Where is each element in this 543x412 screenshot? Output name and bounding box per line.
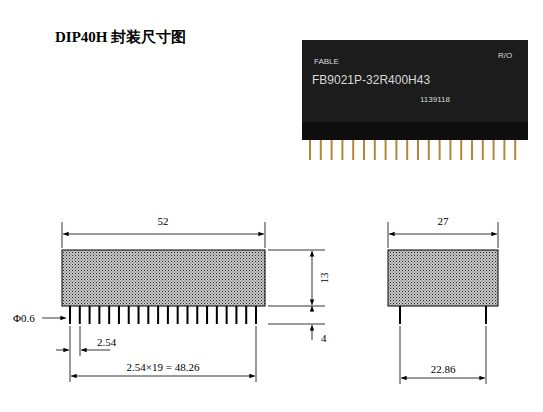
pin bbox=[471, 140, 473, 160]
marking-text: R/O bbox=[498, 52, 512, 60]
pin bbox=[309, 140, 311, 160]
marking-text: FABLE bbox=[314, 58, 339, 66]
pin bbox=[395, 140, 397, 160]
pin bbox=[79, 306, 81, 324]
pin bbox=[128, 306, 130, 324]
pin bbox=[482, 140, 484, 160]
pin bbox=[374, 140, 376, 160]
pin bbox=[493, 140, 495, 160]
pin bbox=[196, 306, 198, 324]
pin bbox=[186, 306, 188, 324]
pin bbox=[503, 140, 505, 160]
dimension-text: 13 bbox=[319, 272, 330, 285]
pin bbox=[385, 140, 387, 160]
pin bbox=[417, 140, 419, 160]
dimension-lines bbox=[42, 222, 498, 384]
pin bbox=[439, 140, 441, 160]
dimension-text: 22.86 bbox=[430, 364, 457, 375]
pin bbox=[177, 306, 179, 324]
title: DIP40H 封装尺寸图 bbox=[55, 30, 186, 45]
dimension-text: 2.54×19 = 48.26 bbox=[126, 362, 201, 373]
pin bbox=[216, 306, 218, 324]
pin bbox=[406, 140, 408, 160]
dimension-text: 4 bbox=[320, 333, 328, 344]
pin bbox=[157, 306, 159, 324]
dimension-text: Φ0.6 bbox=[12, 313, 36, 324]
pin bbox=[206, 306, 208, 324]
marking-text: FB9021P-32R400H43 bbox=[312, 74, 430, 86]
pin bbox=[167, 306, 169, 324]
pin bbox=[320, 140, 322, 160]
pin bbox=[235, 306, 237, 324]
pin bbox=[118, 306, 120, 324]
pin bbox=[138, 306, 140, 324]
dimension-text: 2.54 bbox=[96, 337, 117, 348]
pin bbox=[428, 140, 430, 160]
marking-text: 1139118 bbox=[420, 96, 450, 104]
dimension-text: 52 bbox=[157, 216, 170, 227]
dimension-text: 27 bbox=[437, 216, 450, 227]
pin bbox=[245, 306, 247, 324]
pin bbox=[226, 306, 228, 324]
pin bbox=[331, 140, 333, 160]
pin bbox=[514, 140, 516, 160]
component-body: FABLE R/O FB9021P-32R400H43 1139118 bbox=[302, 40, 528, 122]
pin bbox=[363, 140, 365, 160]
pin bbox=[89, 306, 91, 324]
pin bbox=[449, 140, 451, 160]
side-view bbox=[388, 250, 498, 324]
pin bbox=[460, 140, 462, 160]
pin bbox=[255, 306, 257, 324]
pin bbox=[69, 306, 71, 324]
component-photo bbox=[302, 122, 528, 160]
pin bbox=[341, 140, 343, 160]
pin bbox=[352, 140, 354, 160]
pin bbox=[98, 306, 100, 324]
pin bbox=[147, 306, 149, 324]
front-view bbox=[62, 250, 265, 324]
pin bbox=[108, 306, 110, 324]
